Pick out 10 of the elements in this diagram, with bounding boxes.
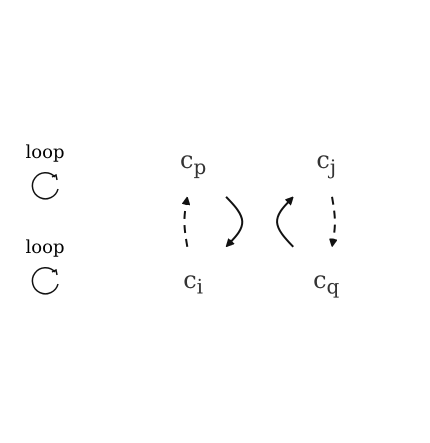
- arrow: [182, 196, 191, 247]
- loop-label: loop: [26, 236, 64, 258]
- node-text: c$_{i}$: [184, 266, 204, 298]
- node-text: c$_{q}$: [313, 266, 340, 298]
- arrow: [226, 196, 244, 247]
- arrow: [276, 196, 294, 248]
- loop-label: loop: [26, 142, 64, 162]
- arrow: [329, 196, 338, 247]
- node-text: c$_{p}$: [180, 146, 207, 178]
- node-text: c$_{j}$: [316, 146, 336, 178]
